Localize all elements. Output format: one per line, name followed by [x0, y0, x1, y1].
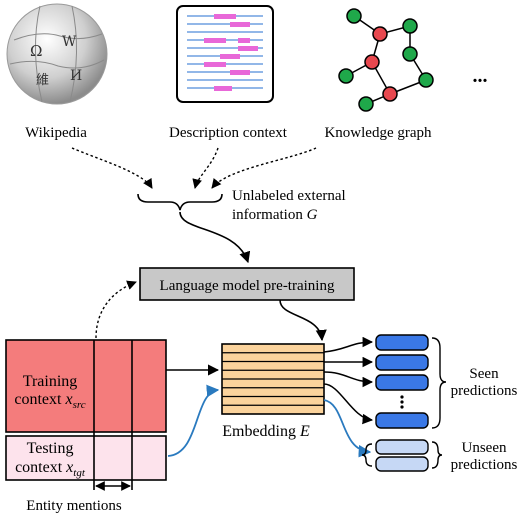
seen-ellipsis — [400, 395, 404, 409]
unlabeled-label-line1: Unlabeled external — [232, 188, 346, 204]
testing-label-line2: context xtgt — [15, 459, 86, 479]
description-arrow — [192, 147, 219, 189]
embedding-table — [221, 343, 325, 415]
unseen-label-line1: Unseen — [462, 440, 507, 456]
seen-prediction-pill — [375, 334, 429, 351]
training-context-box: Training context xsrc — [5, 339, 167, 433]
knowledge-graph-icon — [338, 8, 434, 112]
unseen-predictions — [375, 439, 429, 472]
pretraining-box: Language model pre-training — [139, 267, 355, 301]
svg-text:W: W — [62, 34, 77, 50]
document-icon — [176, 5, 274, 103]
testing-context-box: Testing context xtgt — [5, 435, 167, 481]
seen-label-line1: Seen — [469, 366, 499, 382]
pretraining-label: Language model pre-training — [160, 278, 335, 294]
seen-prediction-pill — [375, 354, 429, 371]
wikipedia-label: Wikipedia — [25, 125, 87, 141]
unseen-left-brace — [361, 443, 373, 467]
seen-prediction-arrows — [323, 336, 374, 425]
training-label-line1: Training — [23, 373, 78, 390]
seen-predictions — [375, 334, 429, 429]
wikipedia-globe-icon: Ω W 維 И — [6, 3, 108, 105]
unlabeled-label-line2: information G — [232, 207, 318, 223]
info-to-pretraining-arrow — [179, 211, 251, 264]
unseen-prediction-arrow — [323, 399, 372, 458]
unseen-right-brace — [431, 441, 443, 469]
pretraining-to-embedding-arrow — [279, 299, 327, 342]
description-context-label: Description context — [169, 125, 288, 141]
unseen-prediction-pill — [375, 439, 429, 455]
seen-prediction-pill — [375, 412, 429, 429]
seen-label-line2: predictions — [451, 383, 518, 399]
unseen-label-line2: predictions — [451, 457, 518, 473]
embedding-label: Embedding E — [222, 423, 310, 440]
unseen-prediction-pill — [375, 456, 429, 472]
more-sources-ellipsis: ... — [473, 65, 488, 87]
training-to-pretraining-arrow — [95, 280, 137, 339]
seen-brace — [431, 337, 447, 429]
knowledge-graph-label: Knowledge graph — [324, 125, 432, 141]
training-label-line2: context xsrc — [14, 391, 85, 411]
svg-text:Ω: Ω — [30, 42, 42, 60]
knowledge-graph-arrow — [211, 147, 317, 189]
testing-label-line1: Testing — [27, 440, 74, 457]
seen-prediction-pill — [375, 374, 429, 391]
wikipedia-arrow — [71, 147, 153, 189]
svg-text:И: И — [70, 68, 82, 84]
testing-to-embedding-arrow — [167, 384, 220, 457]
unlabeled-brace — [137, 193, 223, 211]
svg-text:維: 維 — [36, 73, 49, 88]
entity-mentions-label: Entity mentions — [26, 498, 122, 514]
